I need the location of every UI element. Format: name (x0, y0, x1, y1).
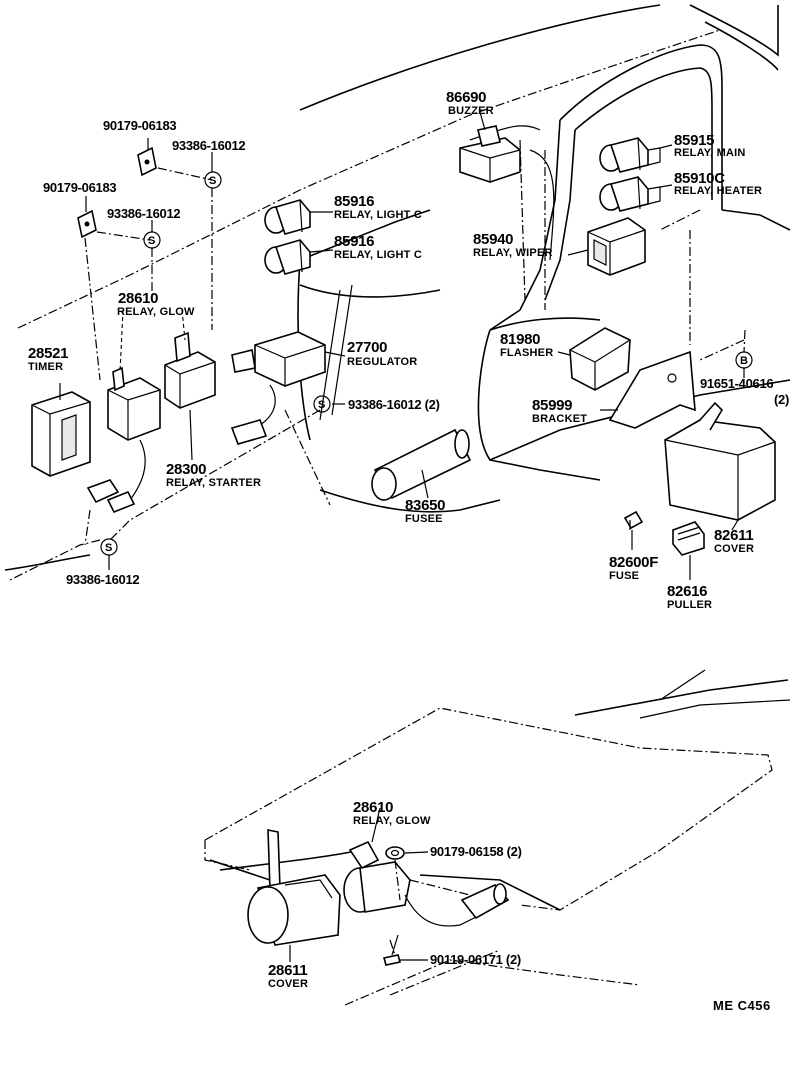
label-82600f: 82600F (609, 554, 658, 571)
label-flasher: FLASHER (500, 347, 553, 359)
label-buzzer: BUZZER (448, 105, 494, 117)
label-relay-main: RELAY, MAIN (674, 147, 745, 159)
clip-90179-06183-b (77, 209, 97, 239)
label-relay-heater: RELAY, HEATER (674, 185, 762, 197)
relay-starter-28300 (164, 331, 216, 409)
label-85999: 85999 (532, 397, 572, 414)
label-fuse: FUSE (609, 570, 639, 582)
cover-82611-a (664, 401, 776, 521)
label-timer: TIMER (28, 361, 63, 373)
label-93386-16012-c: 93386-16012 (2) (348, 397, 440, 412)
label-relay-glow-a: RELAY, GLOW (117, 306, 195, 318)
screw-symbol-c: S (313, 395, 331, 413)
label-28610-b: 28610 (353, 799, 393, 816)
relay-glow-28610-b (343, 840, 510, 927)
part-labels: 90179-06183 93386-16012 90179-06183 9338… (28, 89, 789, 1013)
label-86690: 86690 (446, 89, 486, 106)
label-27700: 27700 (347, 339, 387, 356)
relay-light-c-85916-b (264, 239, 311, 275)
label-relay-glow-b: RELAY, GLOW (353, 815, 431, 827)
label-85916-a: 85916 (334, 193, 374, 210)
svg-text:S: S (105, 542, 113, 554)
label-relay-starter: RELAY, STARTER (166, 477, 261, 489)
label-91651-40616: 91651-40616 (700, 376, 773, 391)
label-85910c: 85910C (674, 170, 725, 187)
screw-symbol-d: S (100, 538, 118, 556)
regulator-27700 (230, 331, 326, 445)
label-90179-06158: 90179-06158 (2) (430, 844, 522, 859)
label-28300: 28300 (166, 461, 206, 478)
screw-symbol-b: S (143, 231, 161, 249)
svg-text:S: S (318, 399, 326, 411)
fusee-83650 (371, 428, 472, 501)
svg-text:S: S (148, 235, 156, 247)
label-90119-06171: 90119-06171 (2) (430, 952, 521, 967)
relay-wiper-85940 (587, 217, 646, 276)
screw-symbol-a: S (204, 171, 222, 189)
relay-main-85915 (599, 137, 661, 173)
label-83650: 83650 (405, 497, 445, 514)
label-85915: 85915 (674, 132, 714, 149)
label-85916-b: 85916 (334, 233, 374, 250)
label-81980: 81980 (500, 331, 540, 348)
bolt-symbol: B (735, 351, 753, 369)
label-93386-16012-d: 93386-16012 (66, 572, 139, 587)
label-relay-wiper: RELAY, WIPER (473, 247, 553, 259)
label-91651-qty: (2) (774, 392, 789, 407)
label-fusee: FUSEE (405, 513, 443, 525)
label-28611: 28611 (268, 962, 307, 979)
label-puller: PULLER (667, 599, 712, 611)
flasher-81980 (569, 327, 631, 391)
label-cover-a: COVER (714, 543, 754, 555)
label-cover-b: COVER (268, 978, 308, 990)
relay-heater-85910c (599, 176, 661, 212)
bolt-90119-06171 (382, 934, 402, 966)
label-28610-a: 28610 (118, 290, 158, 307)
label-82611-a: 82611 (714, 527, 753, 544)
clip-90179-06183-a (137, 146, 157, 177)
label-relay-light-c-a: RELAY, LIGHT C (334, 209, 422, 221)
label-93386-16012-a: 93386-16012 (172, 138, 245, 153)
leader-lines (9, 111, 746, 962)
puller-82616 (672, 521, 705, 556)
relay-light-c-85916-a (264, 199, 311, 235)
label-93386-16012-b: 93386-16012 (107, 206, 180, 221)
label-90179-06183-a: 90179-06183 (103, 118, 176, 133)
label-28521: 28521 (28, 345, 68, 362)
label-relay-light-c-b: RELAY, LIGHT C (334, 249, 422, 261)
buzzer-86690 (459, 125, 521, 183)
fuse-82600f (623, 510, 644, 530)
label-regulator: REGULATOR (347, 356, 417, 368)
timer-28521 (31, 391, 91, 477)
label-90179-06183-b: 90179-06183 (43, 180, 116, 195)
label-bracket: BRACKET (532, 413, 587, 425)
nut-90179-06158 (385, 846, 405, 860)
drawing-reference: ME C456 (713, 998, 771, 1013)
label-85940: 85940 (473, 231, 513, 248)
label-82616: 82616 (667, 583, 707, 600)
bracket-85999 (608, 350, 696, 429)
cover-28611 (247, 829, 341, 946)
svg-text:B: B (740, 355, 748, 367)
relay-glow-28610-a (86, 366, 161, 514)
svg-text:S: S (209, 175, 217, 187)
